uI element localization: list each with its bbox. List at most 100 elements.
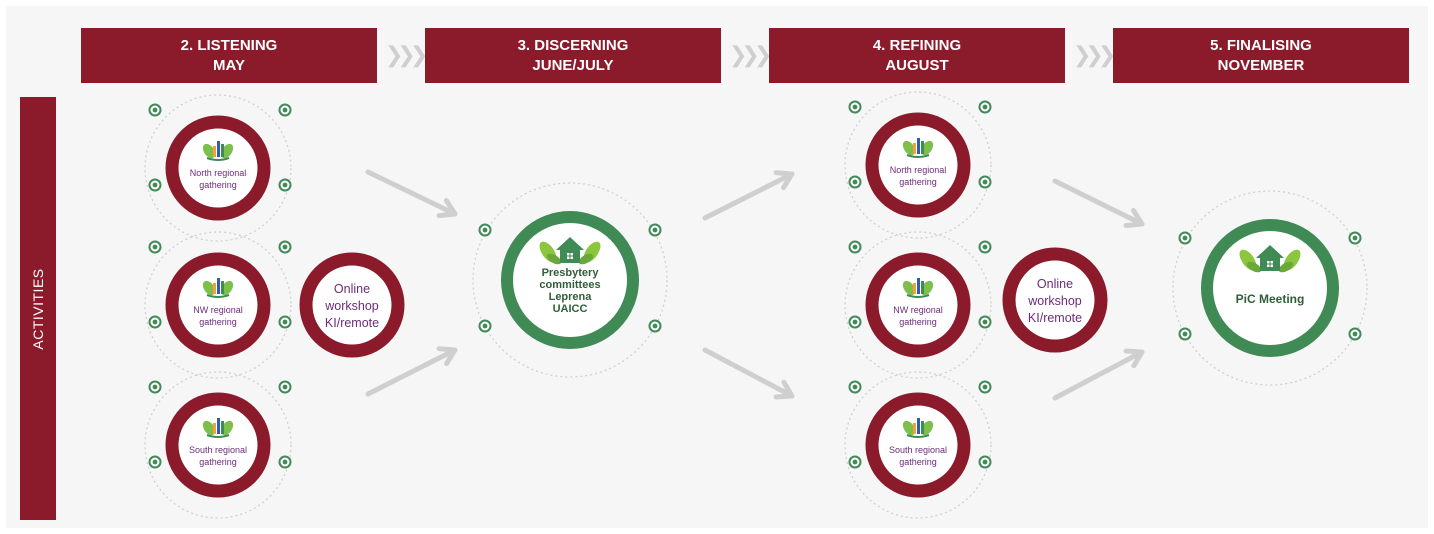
node-label: workshop (1027, 294, 1082, 308)
phase-period: NOVEMBER (1217, 57, 1305, 74)
dotted-halo (844, 91, 992, 239)
phase-header-listening: 2. LISTENING MAY (81, 28, 377, 83)
node-label: North regional (190, 168, 247, 178)
arrowhead-icon (773, 170, 795, 191)
arrow-shaft (702, 171, 795, 221)
node-ring (165, 392, 271, 498)
node-label: NW regional (193, 305, 243, 315)
connector-dot-icon (648, 319, 662, 333)
connector-dot-icon (148, 103, 162, 117)
listening-north-regional-gathering: North regional gathering (144, 94, 292, 242)
connector-dot-icon (978, 240, 992, 254)
phase-title: 3. DISCERNING (517, 37, 629, 54)
arrowhead-icon (1123, 207, 1145, 228)
dotted-halo (844, 371, 992, 519)
growth-chart-icon (902, 418, 934, 438)
node-label: gathering (899, 457, 937, 467)
arrowhead-icon (1123, 348, 1145, 369)
node-ring (1002, 247, 1108, 353)
arrowhead-icon (436, 346, 458, 367)
connector-dot-icon (1348, 231, 1362, 245)
node-label: KI/remote (1028, 311, 1082, 325)
connector-dot-icon (278, 455, 292, 469)
chevron-icon: ❯❯❯ (729, 42, 772, 67)
house-leaves-icon (1239, 245, 1301, 273)
connector-dot-icon (148, 380, 162, 394)
connector-dot-icon (978, 380, 992, 394)
node-ring (165, 252, 271, 358)
arrow-shaft (702, 347, 795, 399)
growth-chart-icon (202, 278, 234, 298)
arrow-shaft (365, 169, 458, 217)
connector-dot-icon (848, 240, 862, 254)
node-ring (865, 112, 971, 218)
arrowhead-icon (773, 379, 795, 400)
chevron-icon: ❯❯❯ (385, 42, 428, 67)
dotted-halo (472, 182, 668, 378)
node-ring (299, 252, 405, 358)
flow-arrow (1052, 348, 1145, 401)
connector-dot-icon (978, 315, 992, 329)
phase-title: 4. REFINING (872, 37, 962, 54)
phase-header-finalising: 5. FINALISING NOVEMBER (1113, 28, 1409, 83)
chevron-icon: ❯❯❯ (1073, 42, 1116, 67)
node-label: gathering (199, 180, 237, 190)
dotted-halo (144, 371, 292, 519)
phase-title: 5. FINALISING (1210, 37, 1312, 54)
growth-chart-icon (202, 141, 234, 161)
node-label: committees (539, 279, 600, 291)
connector-dot-icon (978, 100, 992, 114)
dotted-halo (844, 231, 992, 379)
node-label: South regional (889, 445, 947, 455)
node-ring (501, 211, 639, 349)
growth-chart-icon (202, 418, 234, 438)
node-label: workshop (324, 299, 379, 313)
refining-nw-regional-gathering: NW regional gathering (844, 231, 992, 379)
phase-period: JUNE/JULY (532, 57, 614, 74)
connector-dot-icon (278, 178, 292, 192)
connector-dot-icon (148, 315, 162, 329)
connector-dot-icon (848, 175, 862, 189)
flow-arrow (702, 347, 795, 400)
dotted-halo (144, 231, 292, 379)
node-label: gathering (199, 317, 237, 327)
connector-dot-icon (978, 455, 992, 469)
refining-south-regional-gathering: South regional gathering (844, 371, 992, 519)
connector-dot-icon (848, 455, 862, 469)
connector-dot-icon (278, 315, 292, 329)
growth-chart-icon (902, 138, 934, 158)
connector-dot-icon (1178, 327, 1192, 341)
connector-dot-icon (478, 319, 492, 333)
phase-header-refining: 4. REFINING AUGUST (769, 28, 1065, 83)
node-label: North regional (890, 165, 947, 175)
connector-dot-icon (648, 223, 662, 237)
connector-dot-icon (278, 103, 292, 117)
arrow-shaft (365, 347, 458, 397)
node-label: NW regional (893, 305, 943, 315)
connector-dot-icon (1178, 231, 1192, 245)
node-label: Online (1037, 277, 1073, 291)
connector-dot-icon (978, 175, 992, 189)
arrow-shaft (1052, 178, 1145, 227)
node-label: PiC Meeting (1236, 292, 1305, 306)
flow-arrow (365, 169, 458, 219)
node-label: Online (334, 282, 370, 296)
node-ring (865, 252, 971, 358)
connector-dot-icon (148, 455, 162, 469)
connector-dot-icon (278, 240, 292, 254)
connector-dot-icon (848, 100, 862, 114)
connector-dot-icon (148, 240, 162, 254)
node-label: gathering (899, 317, 937, 327)
connector-dot-icon (848, 315, 862, 329)
arrow-shaft (1052, 349, 1145, 401)
listening-nw-regional-gathering: NW regional gathering (144, 231, 292, 379)
flow-arrow (365, 346, 458, 397)
phase-period: AUGUST (885, 57, 949, 74)
node-label: gathering (199, 457, 237, 467)
